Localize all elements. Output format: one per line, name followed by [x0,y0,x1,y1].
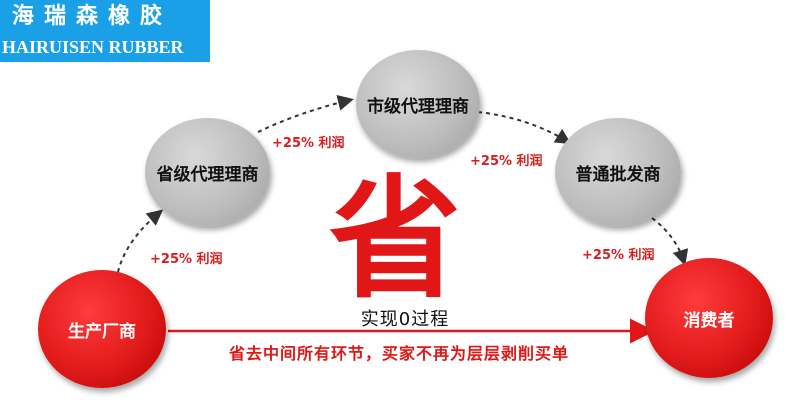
profit-label-manufacturer-provincial: +25% 利润 [150,252,223,267]
node-consumer: 消费者 [645,258,773,378]
node-city-agent: 市级代理理商 [356,50,480,158]
profit-label-city-wholesaler: +25% 利润 [470,154,543,169]
node-manufacturer: 生产厂商 [38,270,166,388]
big-save-character: 省 [329,163,461,317]
dashed-arrow-city-to-wholesaler [477,111,572,145]
slogan-text: 省去中间所有环节，买家不再为层层剥削买单 [228,344,569,363]
node-provincial-agent: 省级代理理商 [145,118,270,226]
zero-process-subtitle: 实现0过程 [360,309,450,330]
brand-banner: 海瑞森橡胶 HAIRUISEN RUBBER [0,0,210,62]
dashed-arrow-provincial-to-city [257,95,354,133]
dashed-arrow-manufacturer-to-provincial [117,209,164,273]
node-wholesaler: 普通批发商 [555,118,681,226]
dashed-arrow-wholesaler-to-consumer [651,217,689,266]
profit-label-provincial-city: +25% 利润 [272,136,345,151]
brand-name-cn: 海瑞森橡胶 [12,3,173,29]
brand-name-en: HAIRUISEN RUBBER [2,37,184,57]
profit-label-wholesaler-consumer: +25% 利润 [582,248,655,263]
